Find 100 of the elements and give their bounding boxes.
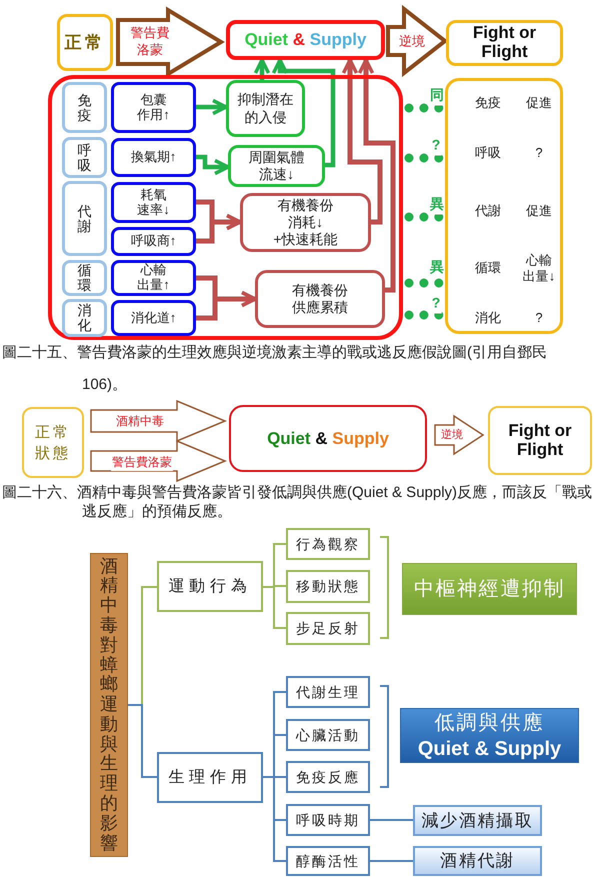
node-text: 循環: [475, 260, 501, 276]
node-text: 促進: [526, 95, 552, 111]
topic-box: [90, 553, 128, 857]
response-box: [229, 405, 427, 472]
state-box: [488, 406, 592, 475]
result-box: [240, 193, 371, 252]
node-text: 代謝生理: [296, 682, 360, 702]
arrow: [196, 214, 242, 244]
result-box: [226, 80, 305, 137]
dotted-connector: [404, 278, 444, 288]
node-text: 循環: [78, 263, 92, 293]
effect-box: [111, 182, 196, 223]
node-text: Fight or Flight: [472, 24, 538, 62]
figure-caption: 圖二十五、警告費洛蒙的生理效應與逆境激素主導的戰或逃反應假說圖(引用自鄧民 106)。: [2, 343, 548, 395]
branch-box: [286, 676, 370, 708]
block-arrow: [434, 414, 484, 456]
branch-box: [286, 846, 370, 876]
node-text: 呼吸商↑: [130, 234, 176, 249]
node-text: 減少酒精攝取: [421, 810, 534, 832]
node-text: +快速耗能: [273, 230, 338, 248]
category-box: [62, 260, 107, 296]
edge-label: 酒精中毒: [115, 412, 165, 430]
node-text: 代謝: [475, 203, 501, 219]
node-text: ?: [535, 310, 543, 326]
branch-box: [157, 561, 263, 612]
node-text: 移動狀態: [296, 577, 360, 596]
effect-box: [111, 138, 196, 177]
node-text: 運動行為: [168, 576, 252, 596]
node-text: 有機養份消耗↓: [276, 197, 334, 231]
dotted-connector: [404, 154, 444, 162]
node-text: 免疫: [475, 95, 501, 111]
node-text: 促進: [526, 203, 552, 219]
effect-box: [111, 260, 196, 296]
node-text: 呼吸: [475, 145, 501, 161]
node-text: 耗氧速率↓: [136, 188, 171, 218]
dotted-connector: [404, 310, 444, 320]
outcome-box: [413, 846, 542, 876]
block-arrow: [90, 440, 227, 482]
connector-line: [263, 586, 286, 629]
node-text: 有機養份供應累積: [291, 282, 349, 316]
node-text: 醇酶活性: [296, 852, 360, 870]
branch-box: [286, 570, 370, 603]
response-box: [226, 20, 385, 60]
node-text: 心輸出量↓: [522, 252, 556, 284]
node-text: Quiet & Supply: [418, 736, 562, 762]
dotted-connector: [404, 104, 444, 112]
state-box: [446, 20, 563, 66]
node-text: 免疫反應: [296, 768, 360, 786]
node-text: 步足反射: [296, 619, 360, 638]
branch-box: [157, 752, 263, 803]
state-box: [57, 14, 113, 71]
branch-box: [286, 528, 370, 560]
branch-box: [286, 612, 370, 645]
node-text: Quiet & Supply: [267, 428, 389, 450]
node-text: 酒精代謝: [440, 850, 515, 872]
node-text: 換氣期↑: [130, 150, 176, 165]
category-box: [62, 299, 107, 337]
arrow: [272, 58, 336, 168]
node-text: 心輸出量↑: [136, 263, 171, 293]
arrow: [196, 290, 257, 320]
category-box: [62, 137, 107, 178]
node-text: 心臟活動: [296, 726, 360, 744]
state-box: [22, 407, 84, 478]
node-text: Fight or Flight: [507, 422, 573, 460]
node-text: 正常狀態: [34, 422, 72, 464]
block-arrow: [386, 4, 448, 78]
category-box: [62, 181, 107, 256]
node-text: 酒精中毒對蟑螂運動與生理的影響: [100, 556, 118, 854]
node-text: 包囊作用↑: [136, 92, 171, 122]
node-text: 正常: [64, 32, 106, 54]
arrow: [254, 58, 270, 80]
block-arrow: [90, 400, 227, 442]
connector-line: [128, 704, 157, 778]
result-box: [255, 270, 385, 328]
comparison-panel: [445, 78, 563, 334]
edge-label: 警告費洛蒙: [111, 453, 173, 471]
figure-caption: 圖二十六、酒精中毒與警告費洛蒙皆引發低調與供應(Quiet & Supply)反應，而該反「戰或逃反應」的預備反應。: [2, 483, 594, 521]
dotted-connector: [404, 212, 444, 222]
connector-line: [370, 860, 413, 862]
node-text: 行為觀察: [296, 534, 360, 554]
group-frame: [48, 75, 403, 340]
outcome-box: [400, 708, 579, 763]
outcome-box: [413, 805, 542, 836]
node-text: 消化道↑: [130, 310, 176, 326]
arrow: [358, 58, 396, 292]
node-text: 抑制潛在的入侵: [236, 91, 294, 126]
arrow: [196, 154, 230, 176]
branch-box: [286, 804, 370, 836]
node-text: 代謝: [78, 204, 92, 234]
branch-box: [286, 719, 370, 751]
effect-box: [111, 300, 196, 336]
outcome-box: [402, 563, 577, 615]
node-text: Quiet & Supply: [244, 29, 366, 52]
result-box: [228, 145, 325, 187]
node-text: 消化: [78, 303, 92, 333]
category-box: [62, 82, 107, 133]
node-text: 呼吸時期: [296, 810, 360, 830]
node-text: 中樞神經遭抑制: [414, 577, 566, 602]
node-text: 生理作用: [168, 768, 252, 788]
arrow: [196, 98, 228, 116]
